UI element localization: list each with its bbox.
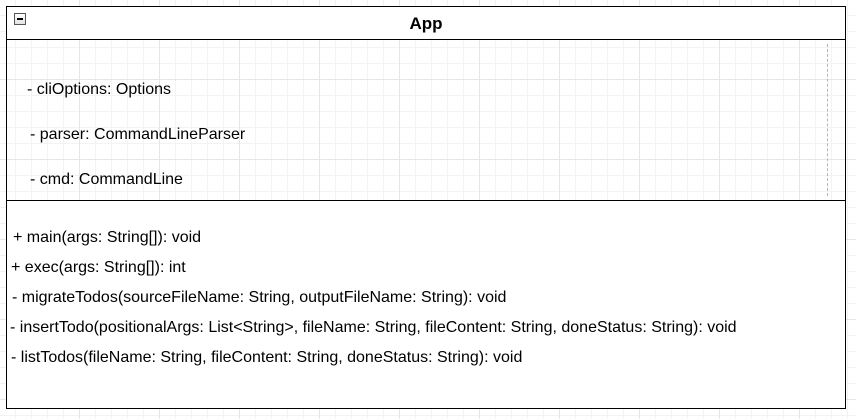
- operation-main[interactable]: + main(args: String[]): void: [13, 229, 202, 246]
- attribute-parser[interactable]: - parser: CommandLineParser: [30, 126, 246, 143]
- class-name: App: [409, 14, 443, 33]
- attribute-cli-options[interactable]: - cliOptions: Options: [27, 81, 172, 98]
- attribute-cmd[interactable]: - cmd: CommandLine: [30, 171, 183, 188]
- operation-list-todos[interactable]: - listTodos(fileName: String, fileConten…: [11, 349, 523, 366]
- uml-class-app[interactable]: App - cliOptions: Options - parser: Comm…: [6, 6, 846, 409]
- operations-compartment[interactable]: + main(args: String[]): void + exec(args…: [7, 201, 845, 408]
- compartment-edge-guide: [827, 44, 828, 196]
- operation-exec[interactable]: + exec(args: String[]): int: [11, 259, 186, 276]
- operation-insert-todo[interactable]: - insertTodo(positionalArgs: List<String…: [10, 319, 737, 336]
- collapse-icon[interactable]: [14, 13, 26, 25]
- class-header[interactable]: App: [7, 7, 845, 40]
- attributes-compartment[interactable]: - cliOptions: Options - parser: CommandL…: [7, 40, 845, 201]
- operation-migrate-todos[interactable]: - migrateTodos(sourceFileName: String, o…: [12, 289, 507, 306]
